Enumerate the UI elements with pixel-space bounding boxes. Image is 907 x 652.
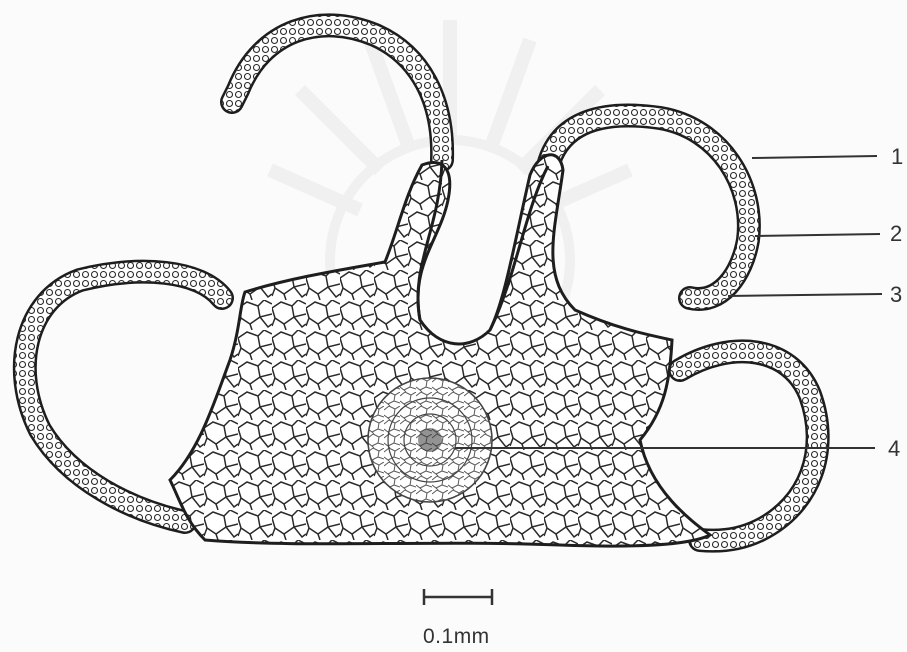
leader-line-2 (755, 234, 880, 236)
scale-bar (424, 589, 492, 605)
leader-line-3 (728, 294, 882, 296)
label-4: 4 (888, 438, 900, 460)
vascular-bundle (368, 378, 492, 502)
label-3: 3 (890, 284, 902, 306)
leader-line-1 (752, 156, 877, 158)
label-2: 2 (890, 223, 902, 245)
scale-bar-label: 0.1mm (423, 626, 490, 647)
label-1: 1 (891, 146, 903, 168)
